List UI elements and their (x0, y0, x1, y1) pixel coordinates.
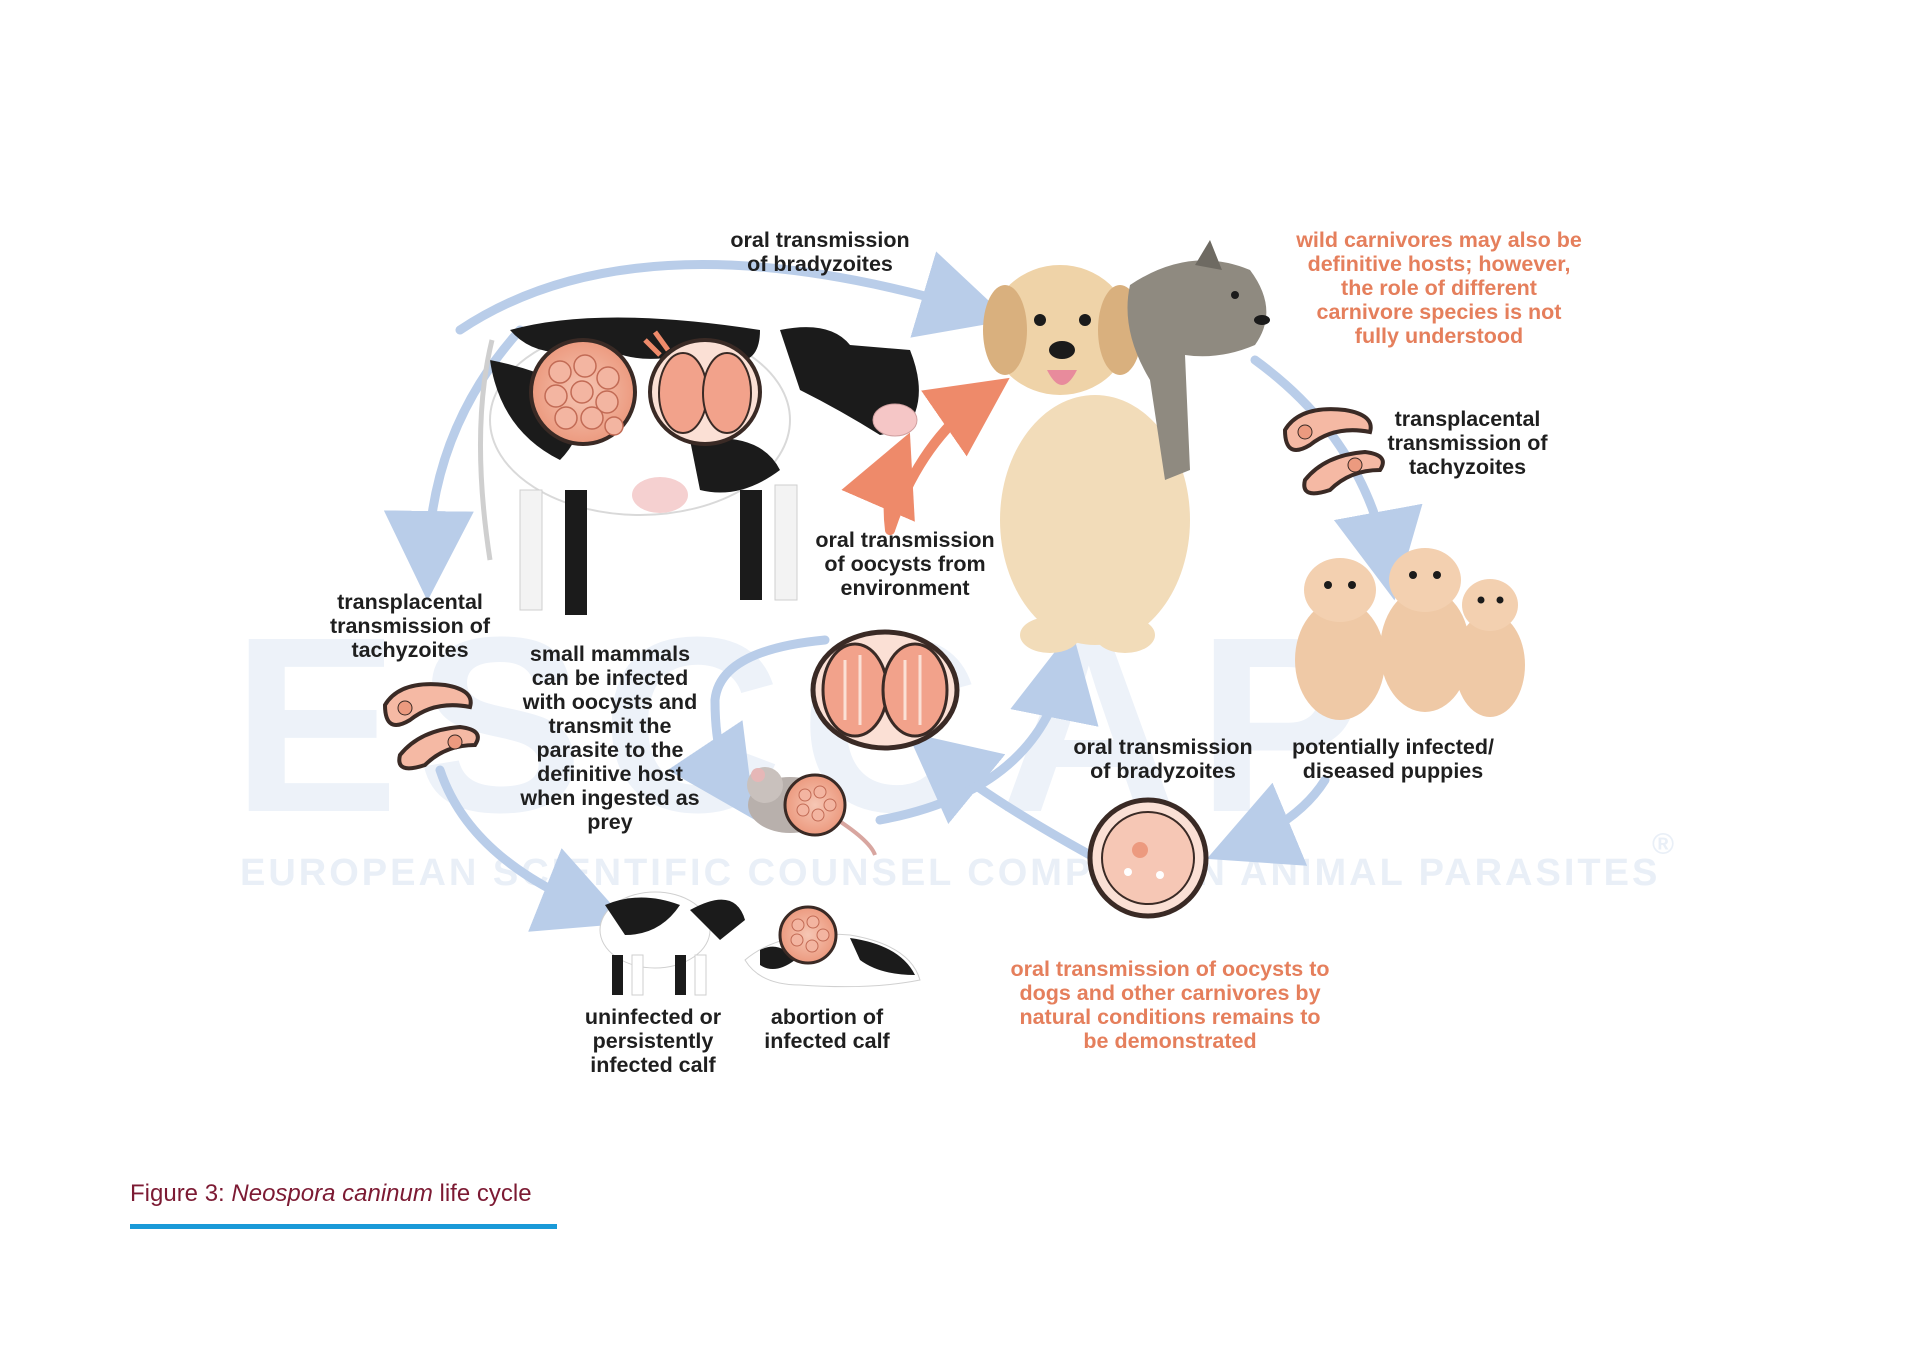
label-abortion-calf: abortion of infected calf (764, 1005, 890, 1053)
label-oral-bradyzoites-middle: oral transmission of bradyzoites (1073, 735, 1253, 783)
arrow-puppies-to-cyst (1206, 775, 1330, 866)
dog-illustration (983, 265, 1190, 653)
orange-arrows (841, 377, 1010, 535)
standing-calf-illustration (599, 891, 745, 996)
tachyzoites-left-icon (382, 682, 480, 771)
puppies-illustration (1295, 548, 1525, 720)
blue-arrows (383, 251, 1423, 932)
figure-caption: Figure 3: Neospora caninum life cycle (130, 1180, 532, 1208)
wolf-illustration (1127, 240, 1270, 480)
sporulated-oocyst-icon (810, 629, 960, 751)
arrow-top-to-dog (455, 251, 1010, 338)
label-small-mammals: small mammals can be infected with oocys… (520, 642, 700, 834)
arrow-cyst-to-mouse (907, 732, 1095, 860)
arrow-env-to-mouse (667, 635, 830, 820)
watermark-subtitle: EUROPEAN SCIENTIFIC COUNSEL COMPANION AN… (240, 852, 1661, 894)
unsporulated-oocyst-icon (1087, 797, 1209, 919)
oocyst-in-cow-icon (643, 330, 762, 446)
caption-suffix: life cycle (432, 1180, 532, 1207)
arrow-left-to-calf (435, 765, 629, 932)
label-puppies: potentially infected/ diseased puppies (1292, 735, 1494, 783)
watermark-registered-mark: ® (1652, 828, 1681, 861)
label-oral-oocysts-environment: oral transmission of oocysts from enviro… (815, 528, 995, 600)
tachyzoites-right-icon (1282, 407, 1385, 496)
label-oocysts-to-dogs: oral transmission of oocysts to dogs and… (1010, 957, 1330, 1053)
arrow-mouse-to-dog (875, 629, 1099, 825)
label-oral-bradyzoites-top: oral transmission of bradyzoites (730, 228, 910, 276)
label-transplacental-right: transplacental transmission of tachyzoit… (1387, 407, 1548, 479)
label-uninfected-calf: uninfected or persistently infected calf (584, 1005, 722, 1077)
caption-prefix: Figure 3: (130, 1180, 232, 1207)
label-transplacental-left: transplacental transmission of tachyzoit… (329, 590, 491, 662)
aborted-calf-illustration (744, 905, 921, 988)
arrow-cow-to-left (383, 325, 525, 601)
label-wild-carnivores: wild carnivores may also be definitive h… (1296, 228, 1582, 348)
caption-underline (130, 1224, 557, 1229)
arrow-orange-up (841, 432, 915, 535)
caption-species: Neospora caninum (231, 1180, 433, 1207)
tissue-cyst-icon (529, 338, 637, 446)
arrow-wolf-to-puppies (1250, 355, 1423, 601)
mouse-illustration (747, 767, 877, 856)
